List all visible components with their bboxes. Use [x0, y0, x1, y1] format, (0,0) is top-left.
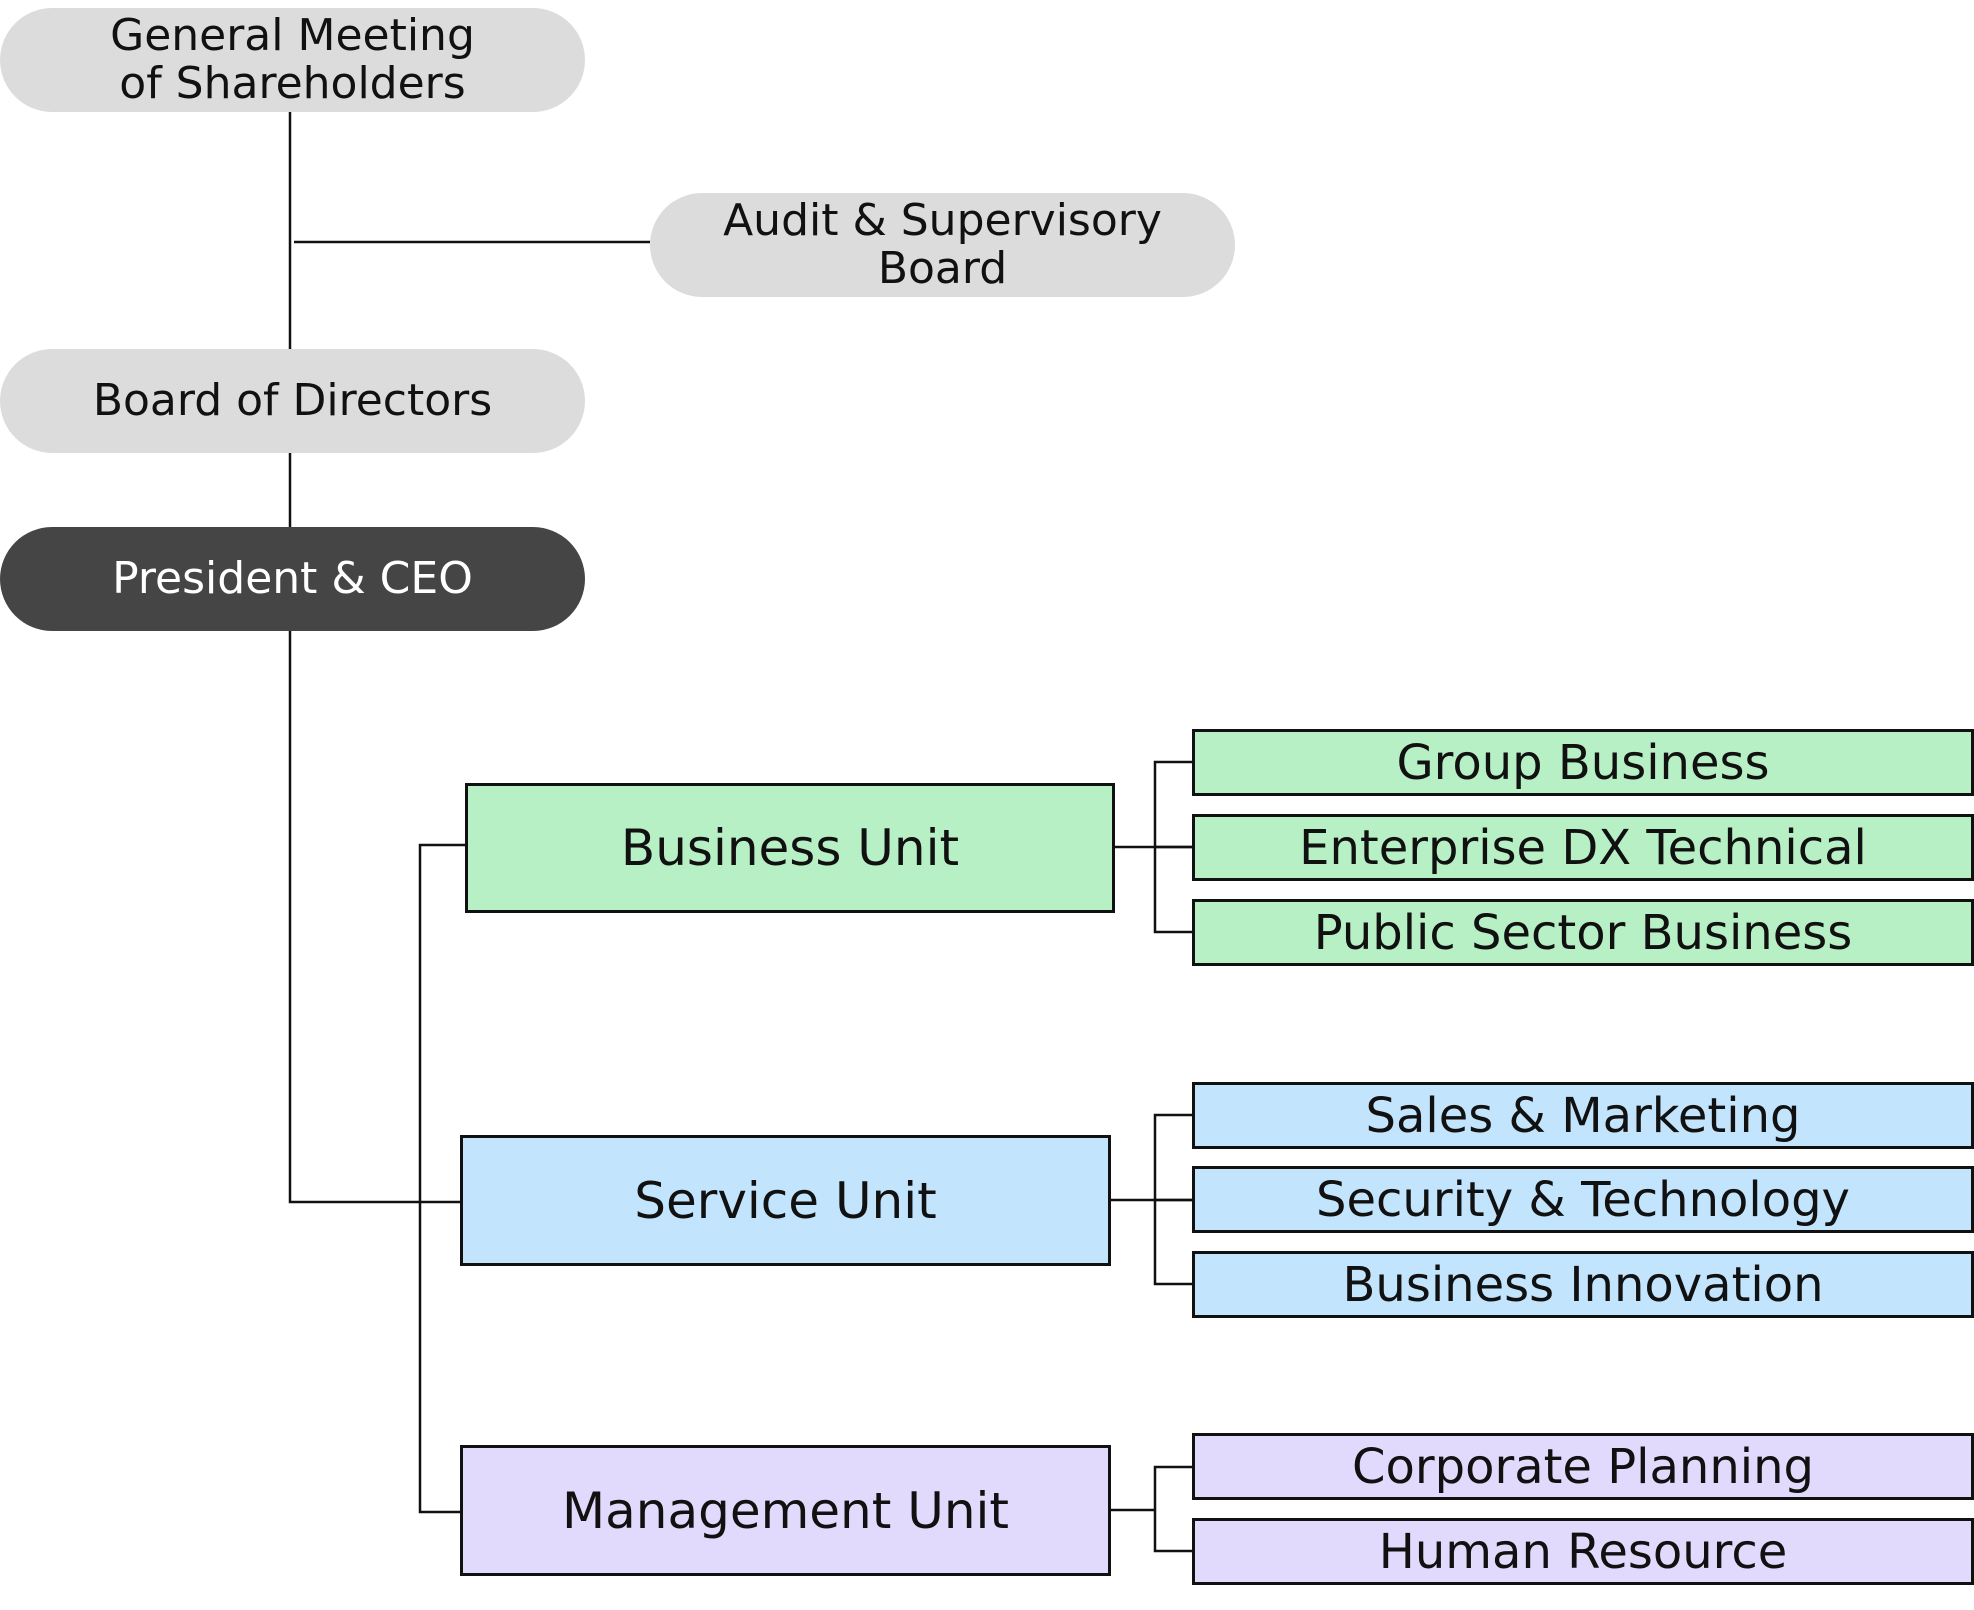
business-unit-node: Business Unit: [465, 783, 1115, 913]
shareholders-label-line2: of Shareholders: [119, 58, 466, 109]
department-label: Enterprise DX Technical: [1299, 819, 1867, 876]
department-security-technology: Security & Technology: [1192, 1166, 1974, 1233]
service-unit-label: Service Unit: [634, 1171, 937, 1230]
service-unit-node: Service Unit: [460, 1135, 1111, 1266]
department-label: Business Innovation: [1342, 1256, 1824, 1313]
connector-units-spine: [418, 843, 465, 1514]
department-enterprise-dx-technical: Enterprise DX Technical: [1192, 814, 1974, 881]
bracket-management: [1153, 1465, 1192, 1553]
audit-label-line1: Audit & Supervisory: [723, 195, 1162, 246]
board-of-directors-node: Board of Directors: [0, 349, 585, 453]
department-group-business: Group Business: [1192, 729, 1974, 796]
audit-label-line2: Board: [877, 243, 1008, 294]
department-label: Corporate Planning: [1352, 1438, 1814, 1495]
department-label: Group Business: [1396, 734, 1770, 791]
shareholders-node: General Meeting of Shareholders: [0, 8, 585, 112]
ceo-node: President & CEO: [0, 527, 585, 631]
department-label: Human Resource: [1378, 1523, 1788, 1580]
department-label: Public Sector Business: [1313, 904, 1853, 961]
connector-ceo-service: [288, 631, 460, 1204]
department-human-resource: Human Resource: [1192, 1518, 1974, 1585]
department-label: Security & Technology: [1316, 1171, 1850, 1228]
department-label: Sales & Marketing: [1365, 1087, 1801, 1144]
management-unit-node: Management Unit: [460, 1445, 1111, 1576]
department-corporate-planning: Corporate Planning: [1192, 1433, 1974, 1500]
department-sales-marketing: Sales & Marketing: [1192, 1082, 1974, 1149]
department-business-innovation: Business Innovation: [1192, 1251, 1974, 1318]
audit-board-node: Audit & Supervisory Board: [650, 193, 1235, 297]
shareholders-label-line1: General Meeting: [110, 10, 475, 61]
board-label: Board of Directors: [92, 375, 493, 426]
management-unit-label: Management Unit: [561, 1481, 1010, 1540]
ceo-label: President & CEO: [112, 553, 473, 604]
business-unit-label: Business Unit: [620, 819, 960, 877]
department-public-sector-business: Public Sector Business: [1192, 899, 1974, 966]
